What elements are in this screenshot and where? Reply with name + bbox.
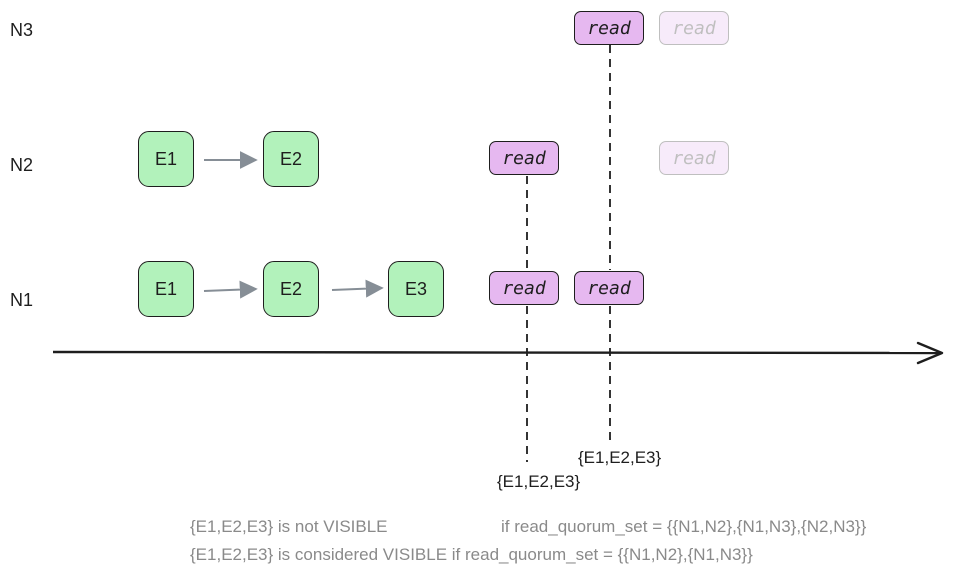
timeline-arrowhead	[916, 341, 944, 365]
event-n1-e1: E1	[138, 261, 194, 317]
node-label-n2: N2	[10, 155, 34, 175]
read-box-n1-right: read	[574, 271, 644, 305]
note-considered-visible: {E1,E2,E3} is considered VISIBLE if read…	[190, 545, 753, 564]
node-label-n1: N1	[10, 290, 34, 310]
timeline-axis	[52, 350, 941, 355]
event-n2-e1: E1	[138, 131, 194, 187]
event-n1-e2: E2	[263, 261, 319, 317]
read-box-n2-faded: read	[659, 141, 729, 175]
read-box-n3: read	[574, 11, 644, 45]
arrow-n1-e1-e2	[203, 280, 258, 299]
visible-set-right: {E1,E2,E3}	[578, 448, 662, 467]
read-box-n2: read	[489, 141, 559, 175]
event-n1-e3: E3	[388, 261, 444, 317]
read-box-n3-faded: read	[659, 11, 729, 45]
note-not-visible: {E1,E2,E3} is not VISIBLE	[190, 517, 388, 536]
node-label-n3: N3	[10, 20, 34, 40]
note-quorum-set-1: if read_quorum_set = {{N1,N2},{N1,N3},{N…	[501, 517, 867, 536]
arrow-n1-e2-e3	[331, 279, 384, 298]
event-n2-e2: E2	[263, 131, 319, 187]
read-box-n1-left: read	[489, 271, 559, 305]
visible-set-left: {E1,E2,E3}	[497, 472, 581, 491]
